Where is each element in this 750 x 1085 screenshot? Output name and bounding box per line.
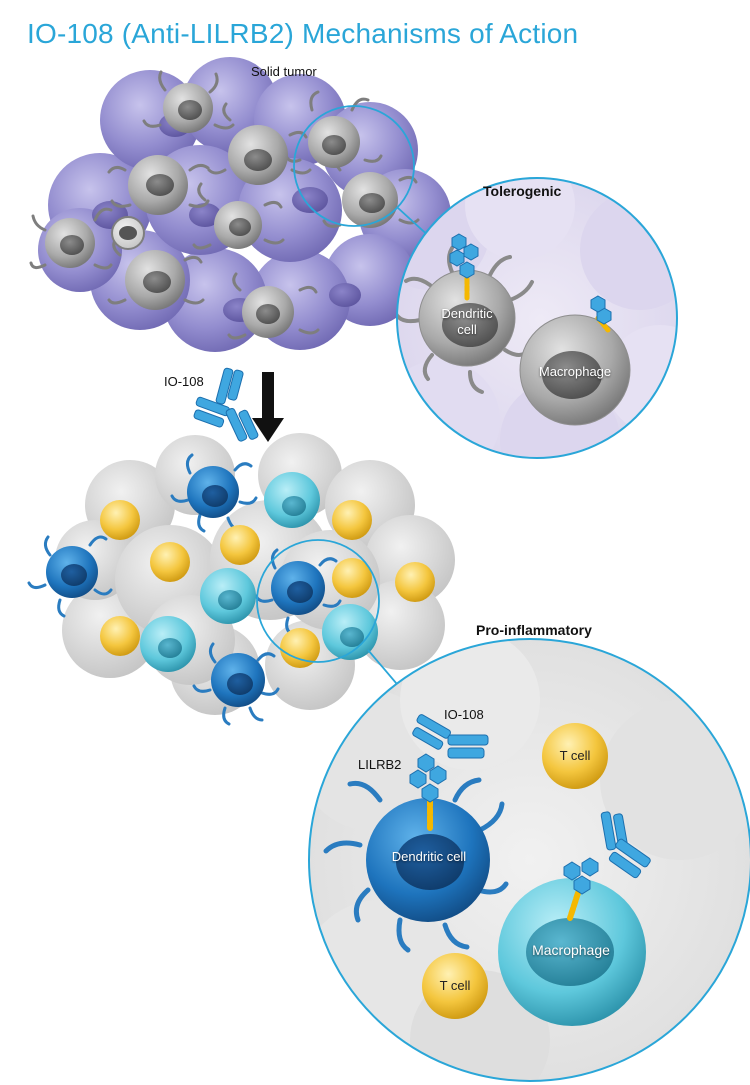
cluster-magnifier-circle [256,539,380,663]
page-title: IO-108 (Anti-LILRB2) Mechanisms of Actio… [27,18,579,49]
pro-dendritic-cell [323,777,509,953]
t-cell-bottom [422,953,488,1019]
tolerogenic-dendritic-cell-label-line1: Dendritic [441,306,493,321]
tumor-grey-cell-bodies [45,83,398,338]
pro-macrophage-label: Macrophage [532,942,610,958]
solid-tumor-label: Solid tumor [251,64,317,79]
tolerogenic-macrophage [519,314,631,426]
treatment-arrow [252,372,284,442]
tolerogenic-dendritic-cell-label-line2: cell [457,322,477,337]
tolerogenic-dendritic-cell [397,246,534,394]
pro-inflammatory-zoom-circle [308,638,750,1082]
io108-antibody-icon [193,367,259,442]
pro-macrophage [498,878,646,1026]
cluster-dendritic-cells [27,453,342,726]
lilrb2-receptor-tolerogenic-2 [590,295,612,333]
tolerogenic-zoom-circle [396,177,678,459]
pro-inflammatory-zoom [308,638,750,1082]
lilrb2-label: LILRB2 [358,757,402,772]
t-cell-top-label: T cell [559,748,591,763]
cluster-t-cells [100,500,435,668]
io108-antibody-bound-macrophage [600,811,651,879]
tumor-magnifier-circle [293,105,415,227]
io108-antibody-bound-dendritic [412,714,489,759]
t-cell-bottom-label: T cell [439,978,471,993]
pro-inflammatory-label: Pro-inflammatory [476,622,592,638]
cluster-macrophages [140,472,378,672]
io108-zoom-label: IO-108 [444,707,484,722]
lilrb2-receptor-pro-dendritic [409,753,447,831]
lilrb2-receptor-tolerogenic-1 [449,233,479,303]
lilrb2-receptor-pro-macrophage [563,857,599,921]
tolerogenic-label: Tolerogenic [483,183,562,199]
tolerogenic-macrophage-label: Macrophage [538,364,612,379]
tolerogenic-zoom [396,177,678,459]
t-cell-top [542,723,608,789]
solid-tumor-cluster [29,57,456,352]
pro-dendritic-cell-label: Dendritic cell [391,849,467,864]
pro-inflammatory-cluster [27,433,455,726]
io108-arrow-label: IO-108 [164,374,204,389]
